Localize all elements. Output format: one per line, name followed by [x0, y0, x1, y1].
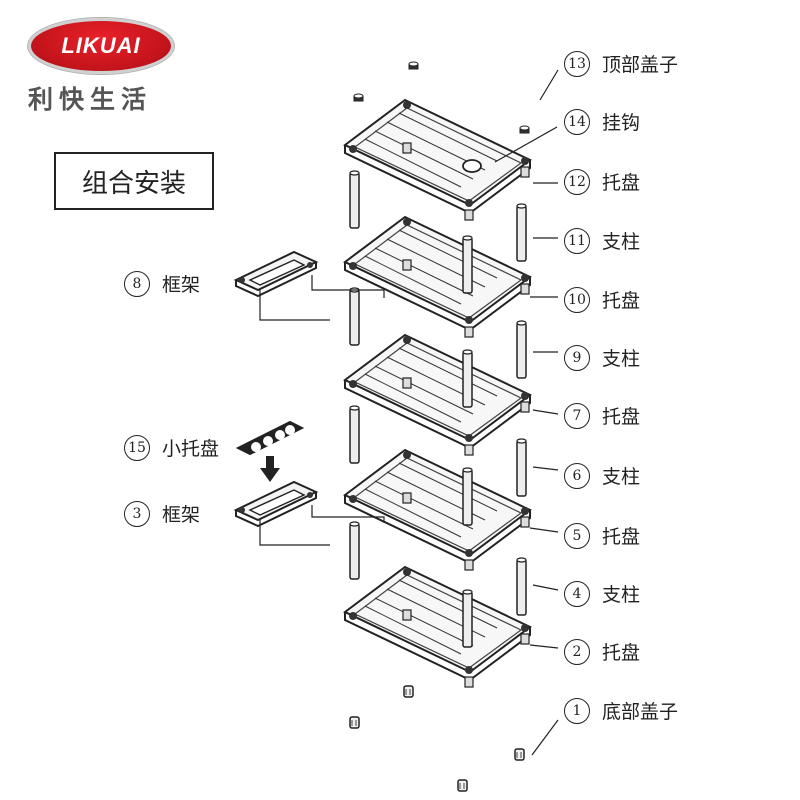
part-label: 13 顶部盖子	[564, 50, 678, 77]
leader-line	[532, 409, 559, 415]
post	[349, 287, 360, 346]
connector-line	[259, 290, 330, 321]
hook	[462, 159, 482, 173]
diagram-title: 组合安装	[54, 152, 214, 210]
brand-oval: LIKUAI	[28, 18, 174, 74]
down-arrow-icon	[260, 456, 280, 482]
connector-line	[259, 520, 330, 546]
part-number: 13	[564, 50, 590, 77]
post	[516, 557, 527, 616]
post	[462, 349, 473, 408]
part-label: 14 挂钩	[564, 108, 640, 135]
part-label: 10 托盘	[564, 286, 640, 313]
part-name: 挂钩	[602, 112, 641, 134]
frame	[235, 251, 317, 297]
top-cap	[353, 93, 364, 102]
part-name: 框架	[162, 274, 201, 296]
leader-line	[494, 126, 558, 163]
part-label: 8 框架	[124, 270, 200, 297]
part-number: 1	[564, 697, 590, 724]
part-label: 5 托盘	[564, 522, 640, 549]
part-label: 9 支柱	[564, 344, 640, 371]
frame	[235, 481, 317, 527]
part-label: 11 支柱	[564, 227, 640, 254]
part-number: 2	[564, 638, 590, 665]
leader-line	[529, 527, 559, 533]
part-name: 支柱	[602, 348, 641, 370]
part-number: 5	[564, 522, 590, 549]
part-name: 托盘	[602, 526, 641, 548]
brand-logo-word: LIKUAI	[61, 33, 141, 58]
brand-name: 利快生活	[28, 85, 153, 114]
post	[349, 521, 360, 580]
bottom-cap	[514, 748, 525, 761]
tray	[344, 216, 531, 338]
leader-line	[529, 644, 559, 649]
part-label: 4 支柱	[564, 580, 640, 607]
part-label: 15 小托盘	[124, 434, 219, 461]
post	[349, 405, 360, 464]
small-tray	[235, 420, 305, 456]
leader-line	[539, 69, 559, 101]
part-name: 托盘	[602, 642, 641, 664]
part-label: 6 支柱	[564, 462, 640, 489]
part-label: 1 底部盖子	[564, 697, 678, 724]
part-label: 12 托盘	[564, 168, 640, 195]
part-name: 支柱	[602, 584, 641, 606]
part-name: 托盘	[602, 290, 641, 312]
connector-line	[311, 275, 385, 298]
part-name: 托盘	[602, 172, 641, 194]
bottom-cap	[457, 779, 468, 792]
post	[516, 438, 527, 497]
part-number: 4	[564, 580, 590, 607]
part-number: 12	[564, 168, 590, 195]
tray	[344, 334, 531, 456]
post	[462, 589, 473, 648]
post	[462, 467, 473, 526]
part-name: 顶部盖子	[602, 54, 679, 76]
post	[516, 320, 527, 379]
part-number: 8	[124, 270, 150, 297]
post	[349, 170, 360, 229]
part-name: 支柱	[602, 231, 641, 253]
part-number: 15	[124, 434, 150, 461]
connector-line	[311, 505, 385, 523]
part-label: 7 托盘	[564, 402, 640, 429]
tray	[344, 449, 531, 571]
part-number: 7	[564, 402, 590, 429]
part-name: 小托盘	[162, 438, 220, 460]
part-number: 9	[564, 344, 590, 371]
part-label: 3 框架	[124, 500, 200, 527]
leader-line	[531, 719, 559, 756]
part-number: 6	[564, 462, 590, 489]
brand-logo: LIKUAI 利快生活	[28, 18, 178, 116]
part-number: 14	[564, 108, 590, 135]
tray	[344, 566, 531, 688]
part-name: 底部盖子	[602, 701, 679, 723]
part-name: 托盘	[602, 406, 641, 428]
post	[462, 235, 473, 294]
top-cap	[408, 61, 419, 70]
bottom-cap	[403, 685, 414, 698]
top-cap	[519, 125, 530, 134]
part-number: 3	[124, 500, 150, 527]
tray	[344, 99, 531, 221]
part-name: 支柱	[602, 466, 641, 488]
leader-line	[532, 584, 559, 591]
part-label: 2 托盘	[564, 638, 640, 665]
part-name: 框架	[162, 504, 201, 526]
part-number: 10	[564, 286, 590, 313]
part-number: 11	[564, 227, 590, 254]
post	[516, 203, 527, 262]
bottom-cap	[349, 716, 360, 729]
leader-line	[532, 466, 559, 471]
